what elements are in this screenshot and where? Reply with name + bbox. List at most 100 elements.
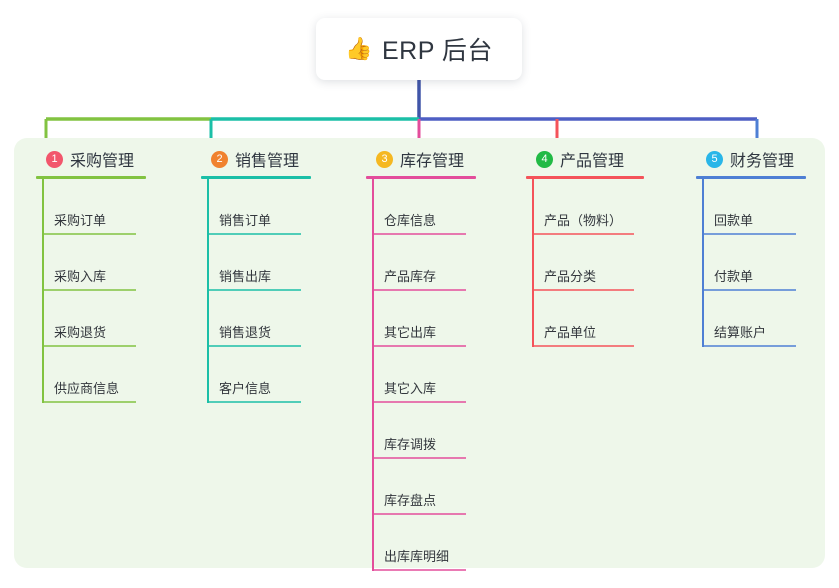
branch-items: 销售订单销售出库销售退货客户信息 [201, 179, 313, 403]
branch-item[interactable]: 库存调拨 [366, 403, 478, 459]
branch-item-label: 采购退货 [54, 325, 107, 340]
branch-title: 销售管理 [235, 153, 300, 170]
branch-spine [372, 179, 374, 571]
branch-title: 产品管理 [560, 153, 625, 170]
branch-item-label: 采购订单 [54, 213, 107, 228]
branch-item-label: 结算账户 [714, 325, 767, 340]
branch-item-label: 其它出库 [384, 325, 437, 340]
branch-item[interactable]: 库存盘点 [366, 459, 478, 515]
thumbs-up-icon: 👍 [345, 36, 373, 61]
branch-spine [207, 179, 209, 403]
branch-number-badge: 3 [376, 150, 393, 168]
branch-item-label: 回款单 [714, 213, 754, 228]
branch-header-5[interactable]: 5 财务管理 [696, 144, 808, 174]
branch-header-1[interactable]: 1 采购管理 [36, 144, 148, 174]
branch-header-rule [36, 176, 146, 179]
branch-item-label: 销售订单 [219, 213, 272, 228]
branch-item[interactable]: 其它出库 [366, 291, 478, 347]
branch-item-label: 产品（物料） [544, 213, 623, 228]
branch-item[interactable]: 出库库明细 [366, 515, 478, 571]
branch-item-rule [704, 289, 796, 291]
branch-title: 财务管理 [730, 153, 795, 170]
branch-item-rule [44, 233, 136, 235]
branch-item-label: 产品分类 [544, 269, 597, 284]
branch-item-rule [704, 233, 796, 235]
branch-item[interactable]: 结算账户 [696, 291, 808, 347]
branch-item[interactable]: 其它入库 [366, 347, 478, 403]
branch-item[interactable]: 销售退货 [201, 291, 313, 347]
branch-number-badge: 2 [211, 150, 228, 168]
branch-item[interactable]: 产品库存 [366, 235, 478, 291]
branch-财务管理: 5 财务管理回款单付款单结算账户 [696, 144, 808, 347]
branch-item[interactable]: 付款单 [696, 235, 808, 291]
branch-销售管理: 2 销售管理销售订单销售出库销售退货客户信息 [201, 144, 313, 403]
branch-header-rule [526, 176, 644, 179]
branch-item-label: 产品库存 [384, 269, 437, 284]
branch-item-label: 库存调拨 [384, 437, 437, 452]
branch-item[interactable]: 采购订单 [36, 179, 148, 235]
branch-item-rule [209, 233, 301, 235]
branch-item-rule [534, 289, 634, 291]
branch-库存管理: 3 库存管理仓库信息产品库存其它出库其它入库库存调拨库存盘点出库库明细 [366, 144, 478, 571]
branch-header-3[interactable]: 3 库存管理 [366, 144, 478, 174]
root-node[interactable]: 👍 ERP 后台 [316, 18, 522, 80]
branch-item-rule [374, 569, 466, 571]
branch-spine [42, 179, 44, 403]
branch-item[interactable]: 销售订单 [201, 179, 313, 235]
branches-panel [14, 138, 825, 568]
branch-item-rule [44, 401, 136, 403]
branch-item-label: 供应商信息 [54, 381, 120, 396]
branch-item-rule [209, 401, 301, 403]
branch-item[interactable]: 供应商信息 [36, 347, 148, 403]
branch-item-rule [374, 345, 466, 347]
branch-item-rule [374, 401, 466, 403]
branch-item-label: 产品单位 [544, 325, 597, 340]
branch-item-rule [209, 345, 301, 347]
branch-item-rule [374, 457, 466, 459]
branch-title: 库存管理 [400, 153, 465, 170]
branch-item-label: 付款单 [714, 269, 754, 284]
branch-item[interactable]: 产品（物料） [526, 179, 646, 235]
root-label-wrap: 👍 ERP 后台 [345, 31, 493, 67]
branch-spine [702, 179, 704, 347]
branch-items: 产品（物料） 产品分类产品单位 [526, 179, 646, 347]
branch-item-label: 其它入库 [384, 381, 437, 396]
branch-item-rule [209, 289, 301, 291]
branch-header-rule [696, 176, 806, 179]
branch-items: 采购订单采购入库采购退货供应商信息 [36, 179, 148, 403]
branch-title: 采购管理 [70, 153, 135, 170]
branch-item-rule [44, 345, 136, 347]
branch-item[interactable]: 客户信息 [201, 347, 313, 403]
branch-item-rule [374, 289, 466, 291]
branch-items: 仓库信息产品库存其它出库其它入库库存调拨库存盘点出库库明细 [366, 179, 478, 571]
branch-item-label: 销售退货 [219, 325, 272, 340]
branch-item-label: 仓库信息 [384, 213, 437, 228]
branch-item[interactable]: 采购入库 [36, 235, 148, 291]
branch-header-rule [201, 176, 311, 179]
branch-item[interactable]: 仓库信息 [366, 179, 478, 235]
branch-number-badge: 1 [46, 150, 63, 168]
branch-item-label: 销售出库 [219, 269, 272, 284]
branch-item[interactable]: 产品单位 [526, 291, 646, 347]
branch-item[interactable]: 采购退货 [36, 291, 148, 347]
branch-item[interactable]: 产品分类 [526, 235, 646, 291]
branch-item-rule [44, 289, 136, 291]
branch-item-label: 客户信息 [219, 381, 272, 396]
branch-items: 回款单付款单结算账户 [696, 179, 808, 347]
branch-spine [532, 179, 534, 347]
branch-item[interactable]: 回款单 [696, 179, 808, 235]
branch-采购管理: 1 采购管理采购订单采购入库采购退货供应商信息 [36, 144, 148, 403]
branch-header-2[interactable]: 2 销售管理 [201, 144, 313, 174]
branch-item-label: 采购入库 [54, 269, 107, 284]
branch-item-rule [374, 513, 466, 515]
root-title: ERP 后台 [382, 37, 493, 65]
branch-item-rule [534, 233, 634, 235]
branch-item-rule [534, 345, 634, 347]
branch-item-label: 出库库明细 [384, 549, 450, 564]
branch-item-label: 库存盘点 [384, 493, 437, 508]
branch-number-badge: 5 [706, 150, 723, 168]
branch-item[interactable]: 销售出库 [201, 235, 313, 291]
